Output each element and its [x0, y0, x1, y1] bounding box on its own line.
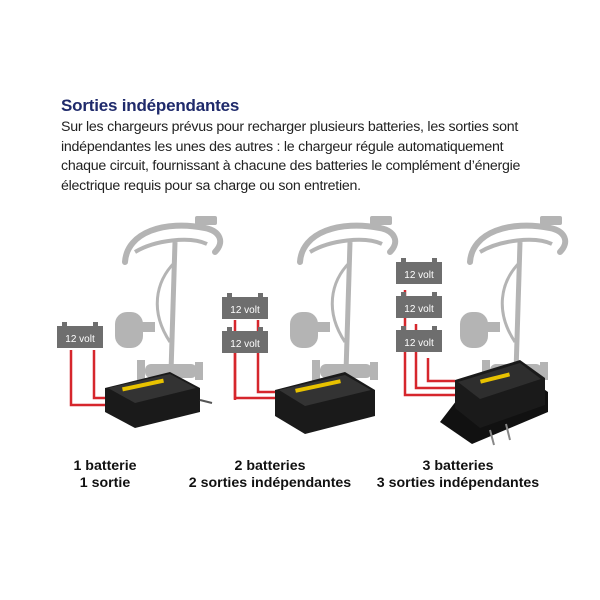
- caption-line-1: 1 batterie: [73, 458, 137, 474]
- battery-1: 12 volt: [57, 322, 103, 348]
- charger-1: [105, 372, 213, 428]
- battery-label: 12 volt: [230, 305, 260, 316]
- battery-label: 12 volt: [404, 338, 434, 349]
- description-line: indépendantes les unes des autres : le c…: [61, 138, 504, 155]
- caption-line-1: 2 batteries: [234, 458, 306, 474]
- battery-3b: 12 volt: [396, 292, 442, 318]
- battery-3c: 12 volt: [396, 326, 442, 352]
- section-description: Sur les chargeurs prévus pour recharger …: [61, 118, 541, 196]
- caption-line-2: 2 sorties indépendantes: [188, 475, 352, 491]
- config-caption-3: 3 batteries 3 sorties indépendantes: [368, 458, 548, 492]
- battery-3a: 12 volt: [396, 258, 442, 284]
- description-line: chaque circuit, fournissant à chacune de…: [61, 158, 521, 175]
- battery-label: 12 volt: [65, 334, 95, 345]
- trolling-motor-3: [460, 216, 565, 382]
- description-line: Sur les chargeurs prévus pour recharger …: [61, 119, 519, 135]
- battery-2a: 12 volt: [222, 293, 268, 319]
- battery-label: 12 volt: [230, 339, 260, 350]
- config-caption-1: 1 batterie 1 sortie: [30, 458, 180, 492]
- caption-line-2: 3 sorties indépendantes: [376, 475, 540, 491]
- trolling-motor-2: [290, 216, 395, 382]
- config-caption-2: 2 batteries 2 sorties indépendantes: [180, 458, 360, 492]
- battery-label: 12 volt: [404, 270, 434, 281]
- caption-line-2: 1 sortie: [79, 475, 131, 491]
- caption-line-1: 3 batteries: [422, 458, 494, 474]
- section-heading: Sorties indépendantes: [61, 96, 240, 115]
- charger-2: [275, 372, 375, 434]
- battery-2b: 12 volt: [222, 327, 268, 353]
- battery-label: 12 volt: [404, 304, 434, 315]
- charger-3: [440, 360, 548, 446]
- description-line: électrique requis pour sa charge ou son …: [61, 177, 361, 194]
- trolling-motor-1: [115, 216, 220, 382]
